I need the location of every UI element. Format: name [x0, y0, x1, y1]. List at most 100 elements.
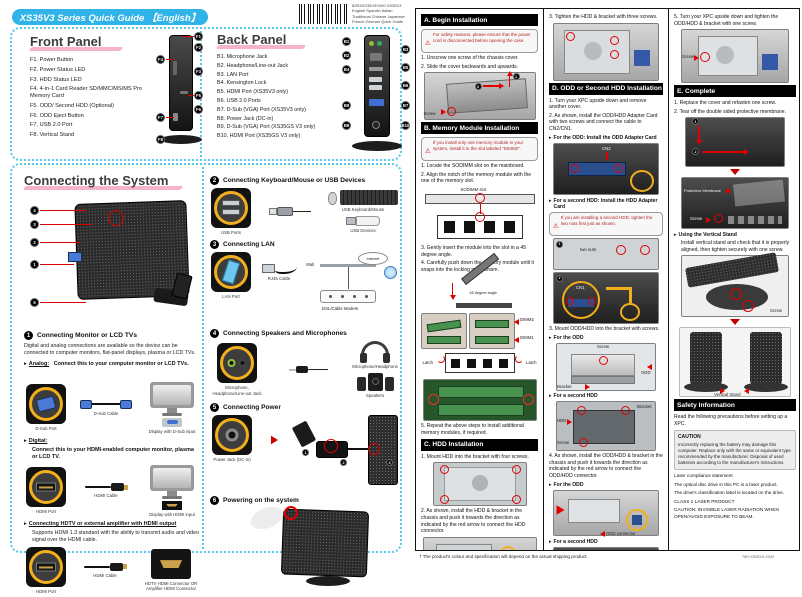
step: 2. Slide the cover backwards and upwards…	[421, 63, 519, 70]
front-panel-item: F6. ODD Eject Button	[30, 112, 84, 119]
module-shape	[426, 320, 462, 333]
hdd-bracket2-photo: Bracket HDD Screw	[556, 401, 656, 452]
section-2-header: 2 Connecting Keyboard/Mouse or USB Device…	[210, 176, 398, 185]
callout-B8: B8	[342, 121, 351, 130]
screw-highlight	[610, 35, 619, 45]
screw-highlight	[566, 296, 574, 305]
step: 3. Mount ODD/HDD into the bracket with s…	[549, 325, 660, 332]
step: 1. Mount HDD into the bracket with four …	[421, 453, 529, 460]
label-arrow	[514, 337, 519, 344]
plate-hole	[716, 46, 734, 65]
arrow-stem	[482, 85, 499, 87]
caption: RJ45 Cable	[267, 276, 291, 282]
section-number: 5	[210, 403, 219, 413]
cable-line	[84, 485, 111, 489]
module-shape	[427, 336, 461, 345]
section-title: Connecting Keyboard/Mouse or USB Devices	[223, 177, 366, 184]
install-col3: 5. Turn your XPC upside down and tighten…	[669, 9, 801, 550]
label-arrow	[694, 55, 699, 62]
cable-highlight	[630, 170, 654, 193]
front-panel-item: F1. Power Button	[30, 57, 74, 63]
power-jack-figure: Power Jack (DC-in)	[210, 415, 254, 462]
back-panel-item: B8. Power Jack (DC-in)	[217, 115, 274, 122]
hdd-install2-photo: HDD connector	[553, 546, 659, 550]
right-arrow	[498, 83, 504, 90]
barcode-text-line: Traditional Chinese Japanese	[352, 13, 405, 19]
usb-stick-shape	[346, 215, 380, 226]
hdmi-pins	[39, 486, 53, 489]
screw-label: Screw	[770, 308, 782, 314]
modem-led	[328, 295, 332, 299]
bracket-shape	[571, 375, 635, 384]
connecting-col1: Connecting the System 4 3 2 1 5	[22, 173, 200, 597]
card-slot-shape	[173, 61, 177, 75]
keyboard-shape	[340, 190, 398, 206]
keyboard-mouse-shape	[328, 190, 398, 206]
chip-shape	[483, 220, 496, 234]
warning-b: If you install only one memory module in…	[421, 137, 538, 162]
section-d-header: D. ODD or Second HDD Installation	[549, 82, 663, 95]
cable-plug	[110, 483, 124, 492]
step: 1. Replace the cover and refasten one sc…	[674, 100, 777, 107]
section-title: Powering on the system	[223, 497, 299, 505]
mic-jack-shape	[227, 359, 236, 368]
callout-line	[40, 224, 92, 225]
section-1-body: Digital and analog connections are avail…	[24, 343, 196, 356]
vertical-stand-text: Install vertical stand and check that it…	[681, 239, 790, 253]
caption: USB Devices	[350, 227, 376, 233]
system-overview-illustration: 4 3 2 1 5	[24, 190, 200, 326]
stick-body	[356, 215, 380, 226]
notch-highlight	[474, 193, 485, 204]
warning-text: If you are installing a second HDD, tigh…	[560, 214, 653, 226]
hdmi-cable-figure: HDMI Cable	[83, 562, 127, 578]
callout-line	[40, 302, 86, 303]
screw-label: Screw	[690, 216, 702, 222]
hdmi-connector-shape	[36, 482, 56, 492]
digital-lead: Digital:	[28, 438, 48, 445]
plate-hole	[584, 41, 602, 60]
next-step-triangle	[730, 169, 740, 176]
lan-port-shape	[370, 53, 382, 61]
screw-highlight	[511, 495, 521, 505]
dsub-cable-shape	[80, 399, 132, 409]
callout-B9: B9	[342, 101, 351, 110]
screw-label: Screw	[597, 343, 609, 349]
callout-F4: F4	[156, 55, 165, 64]
screw-label: Screw	[557, 440, 569, 446]
chip-shape	[467, 358, 476, 369]
arrow-stem	[702, 151, 744, 153]
caption: HDTV HDMI Connector OR Amplifier HDMI Co…	[144, 581, 198, 592]
front-panel-item: F7. USB 2.0 Port	[30, 122, 73, 129]
callout-line	[188, 95, 196, 96]
replace-cover-photo: 1 2	[685, 117, 785, 168]
headset-shape	[360, 341, 391, 364]
arrow-stem	[698, 126, 700, 141]
overview-callout-4: 4	[30, 206, 39, 215]
bracket-label: Bracket	[637, 404, 652, 410]
warning-icon	[425, 140, 431, 158]
section-number: 2	[210, 176, 219, 185]
install-page: A. Begin Installation For safety reasons…	[415, 8, 800, 551]
warning-d: If you are installing a second HDD, tigh…	[549, 211, 663, 236]
screw-highlight	[610, 49, 619, 59]
cable-tip	[123, 484, 128, 490]
module-shape	[437, 404, 524, 417]
hdmi-input-plate	[162, 500, 182, 510]
chip-shape	[499, 358, 508, 369]
callout-1: 1	[512, 73, 520, 81]
section-3-figures: LAN Port RJ45 Cable Wall Internet	[210, 252, 398, 324]
odd-adapter-photo: CN2	[553, 143, 659, 196]
hdmi-port-figure: HDMI Port	[24, 467, 68, 514]
label-arrow	[706, 217, 711, 224]
monitor-base	[162, 412, 182, 416]
red-pointer-icon	[270, 435, 278, 445]
bracket-label: Bracket	[557, 383, 572, 389]
analog-text: Connect this to your computer monitor or…	[53, 360, 189, 367]
hdmi-display-figure: Display with HDMI input	[144, 464, 200, 517]
caption: HDMI Cable	[93, 572, 117, 578]
internet-cloud: Internet	[358, 252, 388, 266]
caption: Power Jack (DC-in)	[213, 457, 251, 463]
section-number: 6	[210, 496, 219, 506]
